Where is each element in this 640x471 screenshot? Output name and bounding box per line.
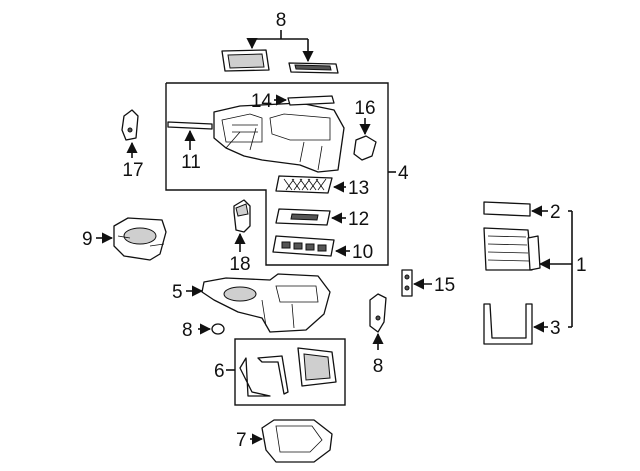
group-6-outline	[234, 338, 346, 406]
callout-7: 7	[236, 430, 247, 451]
blower-housing-part	[113, 217, 167, 261]
callout-12: 12	[348, 209, 369, 230]
callout-8-right: 8	[373, 356, 384, 377]
callout-6: 6	[214, 361, 225, 382]
callout-15: 15	[434, 275, 455, 296]
callout-10: 10	[352, 242, 373, 263]
callout-11: 11	[181, 152, 201, 173]
duct-part	[261, 419, 333, 463]
callout-16: 16	[354, 98, 375, 119]
part-10	[272, 235, 335, 257]
callout-3: 3	[550, 318, 561, 339]
sensor-part	[401, 269, 413, 297]
callout-8-left: 8	[182, 320, 193, 341]
callout-14: 14	[251, 91, 273, 112]
clip-part	[211, 323, 225, 335]
callout-1: 1	[576, 255, 587, 276]
callout-17: 17	[122, 160, 143, 181]
housing-group-outline	[165, 82, 389, 266]
bracket-part	[369, 293, 387, 333]
lower-case-part	[201, 273, 331, 333]
part-18	[233, 199, 251, 233]
actuator-part	[353, 135, 377, 161]
callout-8-top: 8	[276, 10, 287, 31]
callout-9: 9	[82, 229, 93, 250]
filter-part-13	[275, 175, 333, 194]
seal-part-3	[483, 303, 533, 345]
seal-strip-part	[167, 121, 213, 130]
part-14	[287, 95, 335, 106]
callout-4: 4	[398, 163, 409, 184]
evaporator-core-part	[483, 227, 541, 271]
callout-2: 2	[550, 202, 561, 223]
callout-5: 5	[172, 282, 183, 303]
callout-13: 13	[348, 178, 369, 199]
callout-18: 18	[229, 254, 250, 275]
seal-set-part	[239, 347, 337, 397]
part-2	[483, 201, 531, 217]
part-12	[275, 208, 331, 226]
cabin-filter-parts	[221, 49, 339, 74]
part-17	[121, 109, 139, 141]
upper-housing-part	[213, 102, 345, 173]
